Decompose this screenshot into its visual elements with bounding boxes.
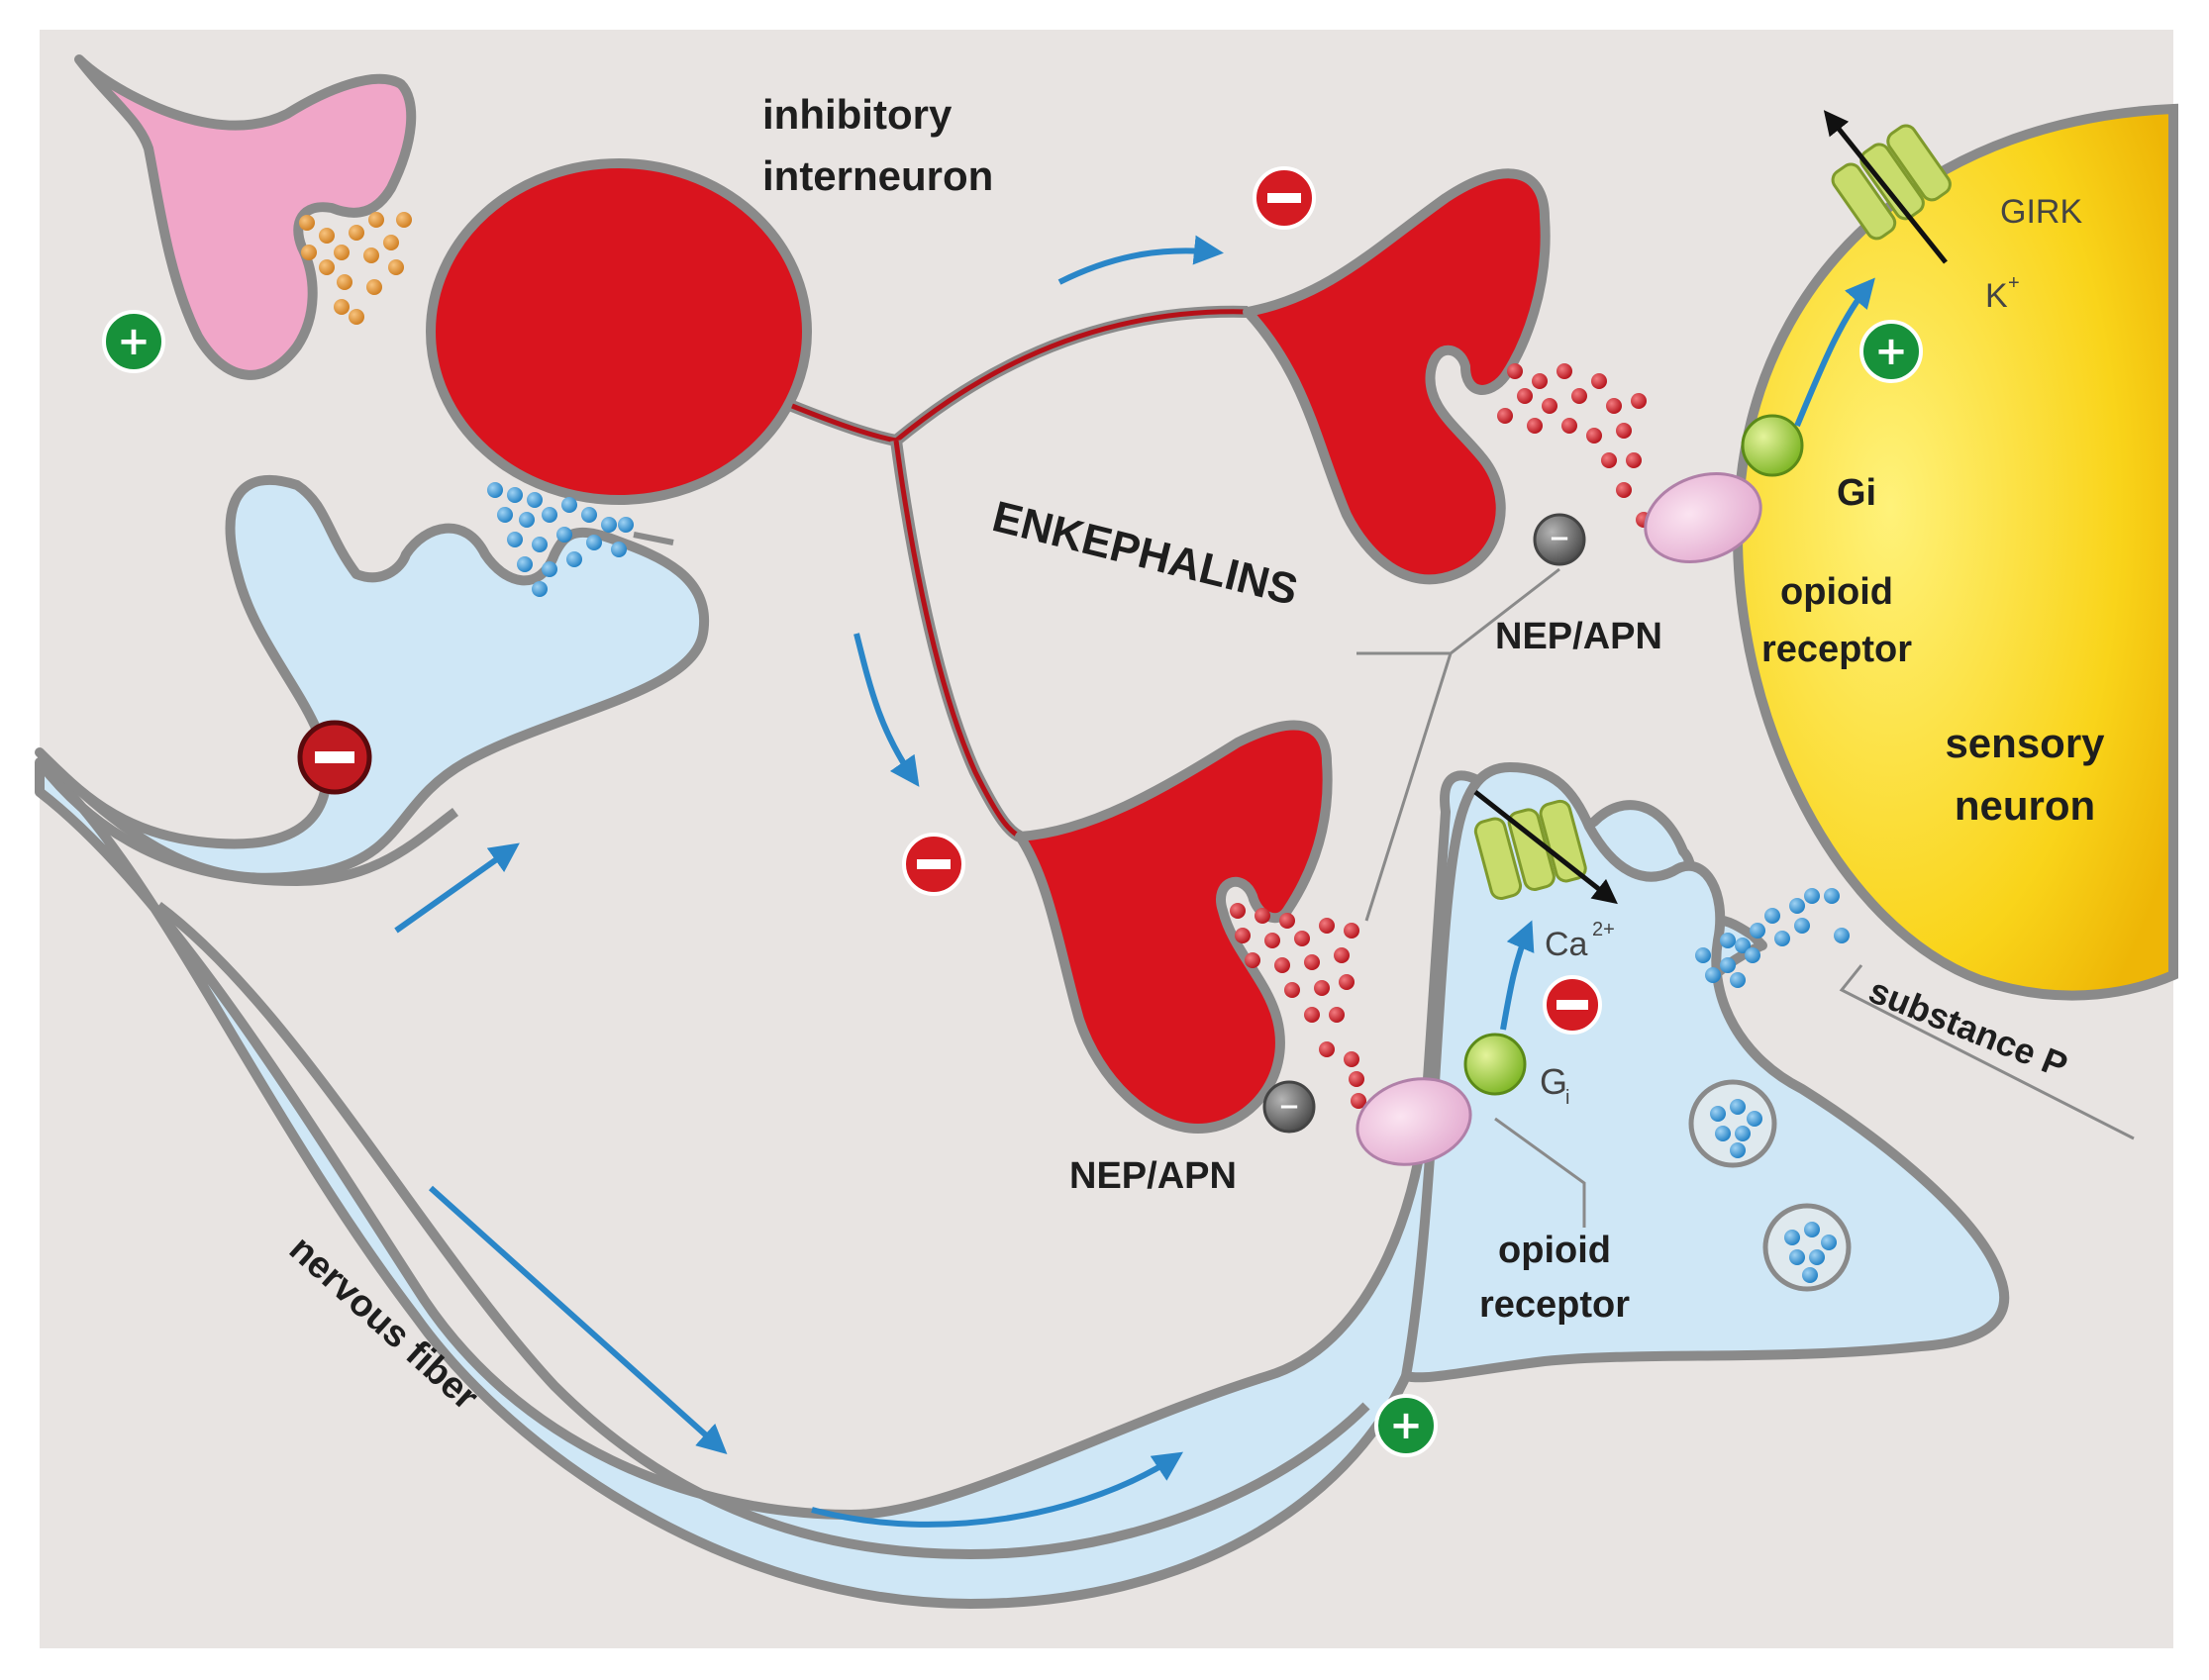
- blue-vesicles-upper: [487, 482, 634, 597]
- orange-vesicles: [299, 212, 412, 325]
- ca-influx-arrow: [1473, 790, 1618, 905]
- minus-circle-icon: [1253, 166, 1316, 230]
- blue-arrows: [394, 235, 1875, 1528]
- svg-text:+: +: [1874, 329, 1908, 374]
- k-ion-label: K: [1985, 277, 2008, 315]
- pink-terminal: [74, 54, 417, 380]
- ca-ion-label: Ca: [1545, 926, 1588, 963]
- minus-circle-icon: [297, 720, 372, 795]
- fiber-inner-edge: [154, 902, 1370, 1560]
- upper-terminal-stub: [633, 532, 674, 545]
- gi-label-bottom: G: [1540, 1061, 1567, 1102]
- nep-apn-label-top: NEP/APN: [1495, 616, 1662, 657]
- nep-minus-top: −: [1549, 524, 1570, 553]
- opioid-receptor-label-top: opioid: [1780, 571, 1893, 613]
- nep-apn-enzyme-icon: [1262, 1080, 1316, 1134]
- opioid-receptor-label-bottom-2: receptor: [1479, 1284, 1630, 1326]
- minus-circle-icon: [902, 833, 965, 896]
- gi-label-bottom-sub: i: [1565, 1087, 1569, 1109]
- inhibitory-interneuron: [426, 158, 1551, 1134]
- opioid-receptor-icon: [1644, 472, 1762, 563]
- plus-circle-icon: +: [1859, 320, 1923, 383]
- minus-circle-icon: [1543, 975, 1602, 1035]
- inhibitory-label: inhibitory: [762, 91, 953, 138]
- opioid-receptor-label-top-2: receptor: [1761, 629, 1912, 670]
- svg-text:+: +: [1389, 1403, 1423, 1448]
- vesicle-cluster-2: [1762, 1203, 1852, 1292]
- opioid-receptor-icon: [1356, 1077, 1472, 1166]
- vesicle-cluster-1: [1688, 1079, 1777, 1168]
- plus-circle-icon: +: [102, 310, 165, 373]
- g-protein-icon: [1463, 1033, 1527, 1096]
- k-efflux-arrow: [1823, 110, 1948, 264]
- sensory-label: sensory: [1945, 720, 2105, 766]
- red-vesicles-lower: [1230, 903, 1366, 1109]
- nep-apn-label-bottom: NEP/APN: [1069, 1155, 1237, 1197]
- ca-ion-sup: 2+: [1592, 919, 1615, 940]
- nep-apn-enzyme-icon: [1533, 513, 1586, 566]
- k-ion-sup: +: [2008, 272, 2020, 294]
- opioid-receptor-label-bottom: opioid: [1498, 1230, 1611, 1271]
- plus-circle-icon: +: [1374, 1394, 1438, 1457]
- gi-label-top: Gi: [1837, 472, 1876, 514]
- nep-minus-bottom: −: [1278, 1092, 1300, 1122]
- ion-channel-icon: [1831, 124, 1952, 241]
- substance-p-vesicles: [1695, 888, 1850, 988]
- leader-lines: [1356, 513, 2135, 1228]
- neuron-label: neuron: [1955, 782, 2095, 829]
- girk-label: GIRK: [2000, 193, 2082, 231]
- red-vesicles-upper: [1497, 363, 1666, 533]
- interneuron-label: interneuron: [762, 152, 993, 199]
- svg-text:+: +: [117, 319, 151, 364]
- g-protein-icon: [1741, 414, 1804, 477]
